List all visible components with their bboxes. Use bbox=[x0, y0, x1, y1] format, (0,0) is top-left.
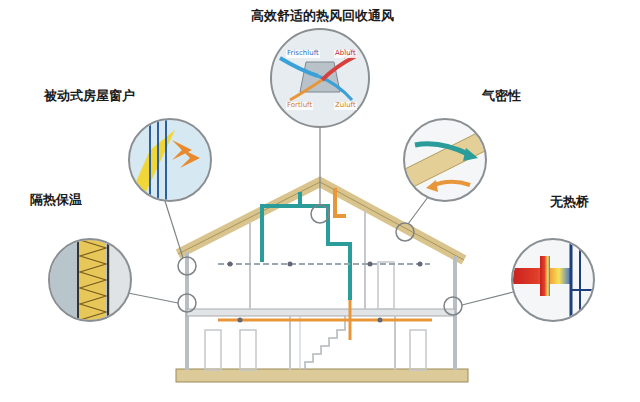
marker-circles-part bbox=[178, 257, 196, 275]
airflow-label: Abluft bbox=[334, 50, 357, 58]
house-part bbox=[240, 330, 256, 370]
airtight-detail-part bbox=[426, 180, 438, 192]
thermal-bridge-detail-part bbox=[571, 289, 595, 291]
house-part bbox=[289, 316, 291, 370]
airtight-detail-part bbox=[432, 182, 470, 186]
insulation-detail-part bbox=[80, 240, 106, 320]
ventilation-ducts-part bbox=[228, 262, 233, 267]
house-part bbox=[394, 316, 396, 370]
house-part bbox=[187, 309, 455, 316]
ventilation-ducts-part bbox=[218, 263, 430, 265]
airflow-label: Frischluft bbox=[286, 50, 320, 58]
airtight-detail-part bbox=[463, 148, 478, 161]
house-part bbox=[305, 316, 345, 370]
thermal-bridge-detail bbox=[511, 238, 595, 322]
ventilation-ducts-part bbox=[218, 319, 432, 322]
house-part bbox=[176, 369, 468, 382]
thermal-bridge-detail-part bbox=[579, 238, 581, 322]
callout-heading: 无热桥 bbox=[550, 194, 589, 210]
callout-heading: 隔热保温 bbox=[30, 192, 82, 208]
thermal-bridge-callout: 无热桥 bbox=[511, 238, 595, 322]
callout-heading: 被动式房屋窗户 bbox=[44, 88, 135, 104]
leader-lines-part bbox=[165, 201, 183, 258]
house-part bbox=[364, 210, 366, 309]
insulation-detail-part bbox=[80, 238, 106, 322]
insulation-detail bbox=[48, 238, 132, 322]
marker-circles-part bbox=[311, 205, 329, 223]
heat-recovery-detail-part bbox=[280, 58, 318, 76]
window-detail bbox=[128, 118, 212, 205]
leader-lines bbox=[128, 127, 513, 305]
house-part bbox=[378, 262, 394, 309]
marker-circles-part bbox=[178, 294, 196, 312]
window-detail-part bbox=[128, 118, 212, 202]
thermal-bridge-detail-part bbox=[540, 256, 550, 296]
ventilation-ducts-part bbox=[368, 262, 373, 267]
house-part bbox=[410, 330, 426, 370]
house bbox=[176, 182, 468, 382]
house-part bbox=[300, 316, 301, 370]
airflow-label: Zuluft bbox=[334, 102, 357, 110]
leader-lines-part bbox=[319, 127, 320, 205]
heat-recovery-detail bbox=[270, 28, 370, 128]
marker-circles bbox=[178, 205, 462, 315]
window-detail-part bbox=[180, 148, 200, 168]
insulation-detail-part bbox=[107, 238, 109, 322]
leader-lines-part bbox=[128, 293, 178, 303]
leader-lines-part bbox=[408, 197, 428, 224]
insulation-detail-part bbox=[110, 238, 132, 322]
airflow-label: Fortluft bbox=[286, 102, 313, 110]
ventilation-ducts bbox=[218, 188, 432, 340]
ventilation-ducts-part bbox=[335, 188, 346, 216]
house-part bbox=[178, 182, 464, 260]
insulation-detail-part bbox=[48, 238, 132, 322]
airtight-detail bbox=[403, 118, 487, 202]
marker-circles-part bbox=[444, 297, 462, 315]
ventilation-ducts-part bbox=[349, 300, 352, 340]
window-detail-part bbox=[128, 130, 175, 205]
house-part bbox=[205, 330, 221, 370]
house-part bbox=[249, 222, 251, 309]
ventilation-ducts-part bbox=[238, 318, 243, 323]
leader-lines-part bbox=[462, 292, 513, 305]
window-detail-part bbox=[149, 118, 151, 202]
window-detail-part bbox=[157, 118, 159, 202]
window-detail-part bbox=[165, 118, 167, 202]
ventilation-ducts-part bbox=[418, 262, 423, 267]
callout-heading: 高效舒适的热风回收通风 bbox=[251, 8, 394, 24]
window-callout: 被动式房屋窗户 bbox=[128, 118, 212, 202]
insulation-callout: 隔热保温 bbox=[48, 238, 132, 322]
ventilation-ducts-part bbox=[288, 262, 293, 267]
airtight-detail-part bbox=[403, 128, 487, 192]
ventilation-ducts-part bbox=[262, 192, 300, 262]
thermal-bridge-detail-part bbox=[511, 238, 595, 322]
thermal-bridge-detail-part bbox=[570, 238, 573, 322]
ventilation-ducts-part bbox=[300, 206, 350, 300]
heat-recovery-detail-part bbox=[270, 28, 370, 128]
marker-circles-part bbox=[396, 223, 414, 241]
airtight-detail-part bbox=[403, 118, 487, 202]
airtight-callout: 气密性 bbox=[403, 118, 487, 202]
ventilation-ducts-part bbox=[378, 318, 383, 323]
heat-recovery-detail-part bbox=[290, 80, 322, 100]
insulation-detail-part bbox=[77, 238, 79, 322]
heat-recovery-callout: 高效舒适的热风回收通风FrischluftAbluftFortluftZuluf… bbox=[270, 28, 370, 128]
house-part bbox=[178, 182, 464, 260]
airtight-detail-part bbox=[415, 144, 470, 155]
heat-recovery-detail-part bbox=[322, 56, 356, 80]
callout-heading: 气密性 bbox=[482, 88, 521, 104]
